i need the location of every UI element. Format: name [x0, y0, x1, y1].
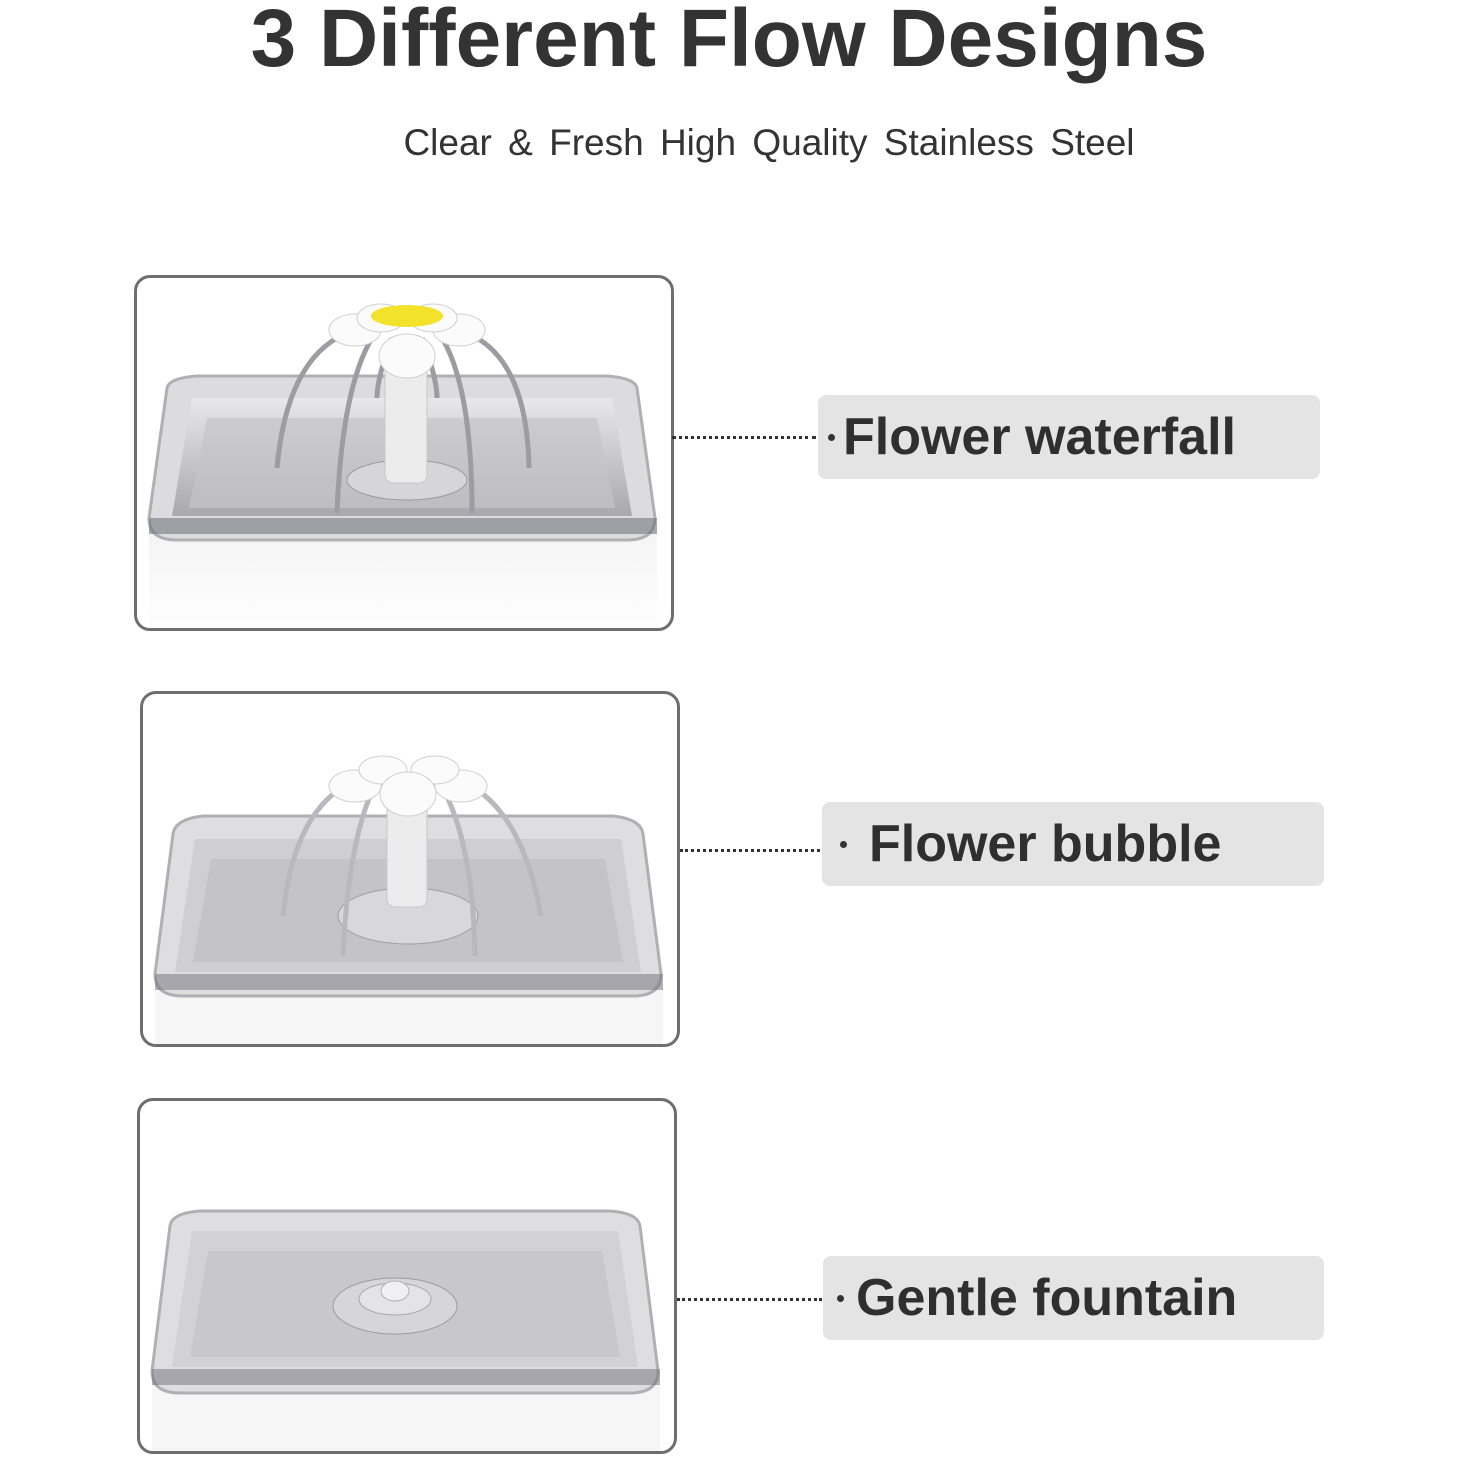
product-image-flower-waterfall	[134, 275, 674, 631]
fountain-gentle-illustration	[150, 1209, 660, 1451]
fountain-flower-waterfall-illustration	[147, 303, 657, 628]
connector-dots-1	[672, 436, 816, 439]
label-gentle-fountain: Gentle fountain	[823, 1256, 1324, 1340]
flower-center-yellow	[371, 305, 443, 327]
label-flower-waterfall: Flower waterfall	[818, 395, 1320, 479]
page-title: 3 Different Flow Designs	[250, 0, 1208, 84]
label-flower-bubble: Flower bubble	[822, 802, 1324, 886]
fountain-flower-bubble-illustration	[153, 755, 663, 1044]
product-image-gentle-fountain	[137, 1098, 677, 1454]
bullet-icon	[828, 433, 835, 441]
bullet-icon	[840, 840, 847, 848]
page-subtitle: Clear & Fresh High Quality Stainless Ste…	[403, 122, 1135, 163]
bullet-icon	[837, 1294, 844, 1302]
connector-dots-2	[680, 849, 820, 852]
product-image-flower-bubble	[140, 691, 680, 1047]
connector-dots-3	[677, 1298, 822, 1301]
